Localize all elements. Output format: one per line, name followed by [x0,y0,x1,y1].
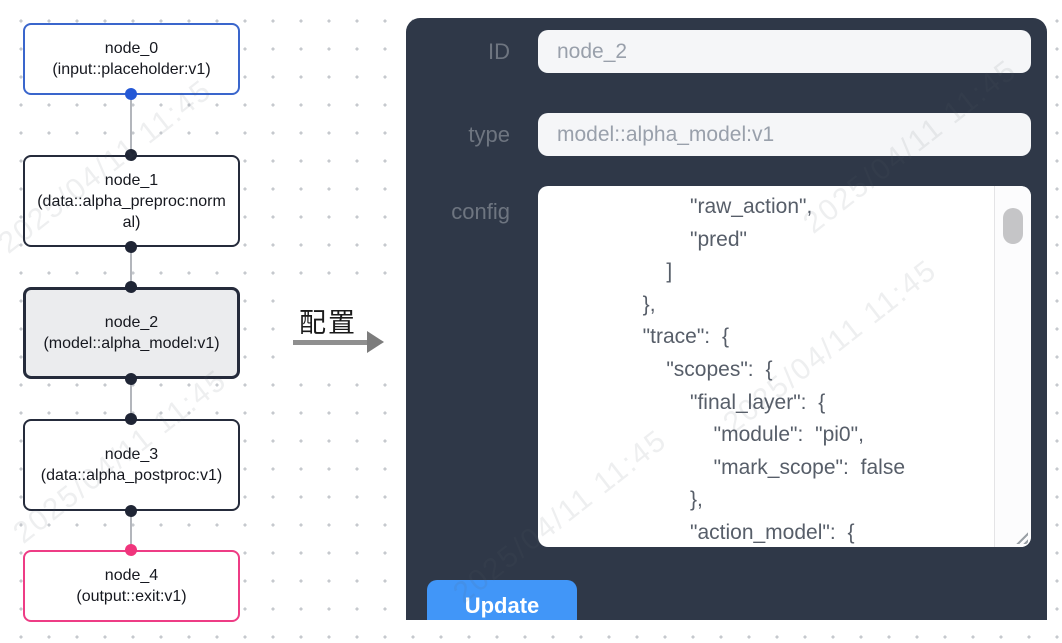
node-title: node_4 [104,567,159,584]
node-node_0[interactable]: node_0 (input::placeholder:v1) [23,23,240,95]
edge-node3-node4 [130,511,132,550]
handle-node1-target[interactable] [125,149,137,161]
config-panel: ID type config "raw_action", "pred" ] },… [406,18,1047,620]
annotation-backdrop [281,286,389,370]
handle-node4-target[interactable] [125,544,137,556]
node-type-label: (data::alpha_postproc:v1) [40,467,223,484]
edge-node2-node3 [130,379,132,419]
handle-node0-source[interactable] [125,88,137,100]
annotation-label: 配置 [299,308,357,338]
node-title: node_3 [104,446,159,463]
config-textarea[interactable]: "raw_action", "pred" ] }, "trace": { "sc… [538,186,1031,547]
node-node_4[interactable]: node_4 (output::exit:v1) [23,550,240,622]
config-json-text: "raw_action", "pred" ] }, "trace": { "sc… [642,195,906,544]
id-input[interactable] [538,30,1031,73]
id-field-label: ID [488,39,510,64]
scrollbar-thumb[interactable] [1003,208,1023,244]
flow-canvas[interactable]: node_0 (input::placeholder:v1) node_1 (d… [0,0,400,643]
handle-node3-source[interactable] [125,505,137,517]
handle-node3-target[interactable] [125,413,137,425]
handle-node2-source[interactable] [125,373,137,385]
edge-node1-node2 [130,247,132,287]
node-type-label: (input::placeholder:v1) [52,61,211,78]
node-type-label: (output::exit:v1) [76,588,187,605]
node-node_3[interactable]: node_3 (data::alpha_postproc:v1) [23,419,240,511]
node-type-label: (data::alpha_preproc:normal) [37,192,226,231]
handle-node2-target[interactable] [125,281,137,293]
arrow-right-icon [367,331,384,353]
edge-node0-node1 [130,94,132,155]
config-field-label: config [451,199,510,224]
node-title: node_2 [104,314,159,331]
node-type-label: (model::alpha_model:v1) [43,335,220,352]
node-node_2-selected[interactable]: node_2 (model::alpha_model:v1) [23,287,240,379]
handle-node1-source[interactable] [125,241,137,253]
node-title: node_0 [104,40,159,57]
node-node_1[interactable]: node_1 (data::alpha_preproc:normal) [23,155,240,247]
node-title: node_1 [104,171,159,189]
type-input[interactable] [538,113,1031,156]
type-field-label: type [468,122,510,147]
update-button[interactable]: Update [427,580,577,620]
scrollbar-track[interactable] [994,186,1031,547]
arrow-shaft [293,340,369,345]
